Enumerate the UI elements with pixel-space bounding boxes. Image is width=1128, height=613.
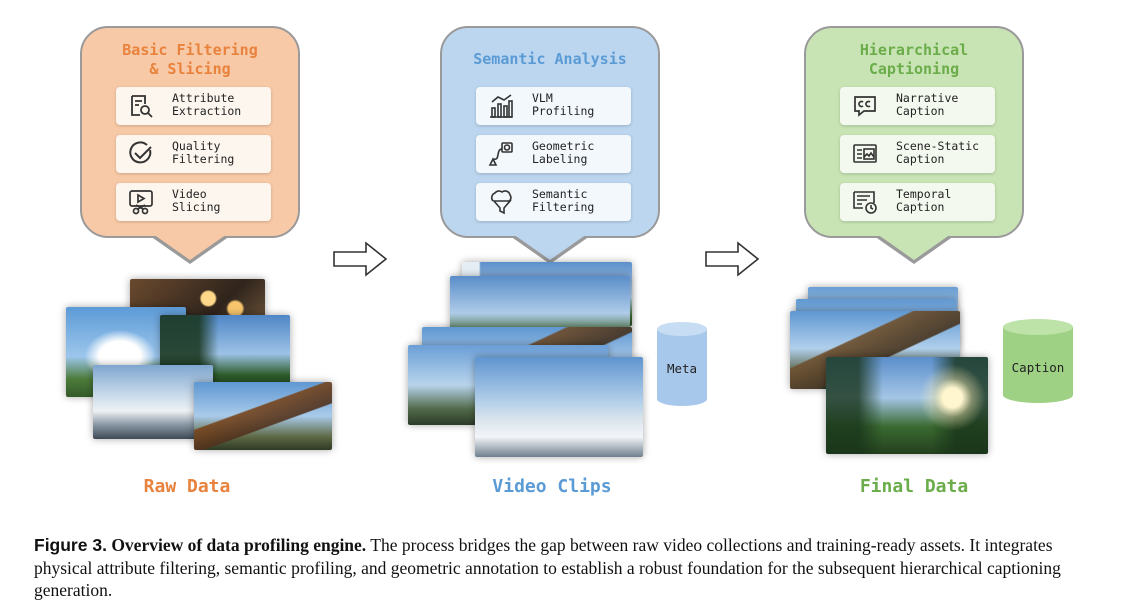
item-scene-static-caption: Scene-Static Caption [840, 135, 995, 173]
item-label: Quality Filtering [172, 139, 235, 166]
frame-final-forest [826, 357, 988, 454]
item-label: Geometric Labeling [532, 139, 595, 166]
image-text-icon [853, 144, 877, 163]
figure-title: Overview of data profiling engine. [111, 535, 367, 555]
item-geometric-labeling: Geometric Labeling [476, 135, 631, 173]
bar-chart-icon [490, 94, 513, 118]
panel-title-line1: Hierarchical [859, 41, 969, 59]
panel-title-line2: & Slicing [149, 60, 231, 78]
panel-title: Semantic Analysis [442, 50, 658, 69]
panel-title: Basic Filtering & Slicing [82, 41, 298, 79]
caption-store-label: Caption [1011, 360, 1065, 375]
meta-label: Meta [666, 361, 698, 376]
item-narrative-caption: Narrative Caption [840, 87, 995, 125]
item-label: Scene-Static Caption [896, 139, 980, 166]
panel-title-line1: Semantic Analysis [473, 50, 627, 68]
frame-road [93, 365, 213, 439]
stage-label-video-clips: Video Clips [492, 476, 612, 497]
frame-clip-winter [475, 357, 643, 457]
geometry-icon [488, 142, 513, 166]
item-quality-filtering: Quality Filtering [116, 135, 271, 173]
item-attribute-extraction: Attribute Extraction [116, 87, 271, 125]
panel-title-line2: Captioning [868, 60, 960, 78]
panel-basic-filtering: Basic Filtering & Slicing Attribute Extr… [80, 26, 300, 264]
meta-cylinder [657, 322, 707, 406]
panel-pointer [150, 234, 230, 264]
flow-arrow-2 [705, 241, 760, 277]
caption-cylinder [1003, 319, 1073, 403]
panel-semantic-analysis: Semantic Analysis VLM Profiling Geometri… [440, 26, 660, 264]
panel-pointer [874, 234, 954, 264]
magnifier-doc-icon [131, 95, 153, 118]
frame-mountain [194, 382, 332, 450]
video-scissors-icon [129, 190, 153, 215]
figure-caption: Figure 3. Overview of data profiling eng… [34, 534, 1096, 602]
item-label: Temporal Caption [896, 187, 952, 214]
item-temporal-caption: Temporal Caption [840, 183, 995, 221]
item-label: Narrative Caption [896, 91, 959, 118]
brain-filter-icon [490, 190, 512, 215]
figure-body: The process bridges the gap between raw … [34, 535, 1061, 600]
panel-hierarchical-captioning: Hierarchical Captioning Narrative Captio… [804, 26, 1024, 264]
item-label: VLM Profiling [532, 91, 595, 118]
item-label: Video Slicing [172, 187, 221, 214]
stage-label-final-data: Final Data [859, 476, 969, 497]
figure-number: Figure 3. [34, 535, 107, 555]
check-circle-icon [129, 141, 152, 164]
panel-title-line1: Basic Filtering [122, 41, 258, 59]
cc-icon [854, 96, 876, 117]
item-label: Attribute Extraction [172, 91, 242, 118]
stage-label-raw-data: Raw Data [143, 476, 231, 497]
panel-pointer [510, 234, 590, 264]
item-semantic-filtering: Semantic Filtering [476, 183, 631, 221]
item-vlm-profiling: VLM Profiling [476, 87, 631, 125]
panel-title: Hierarchical Captioning [806, 41, 1022, 79]
item-label: Semantic Filtering [532, 187, 595, 214]
clock-text-icon [853, 191, 877, 214]
item-video-slicing: Video Slicing [116, 183, 271, 221]
flow-arrow-1 [333, 241, 388, 277]
